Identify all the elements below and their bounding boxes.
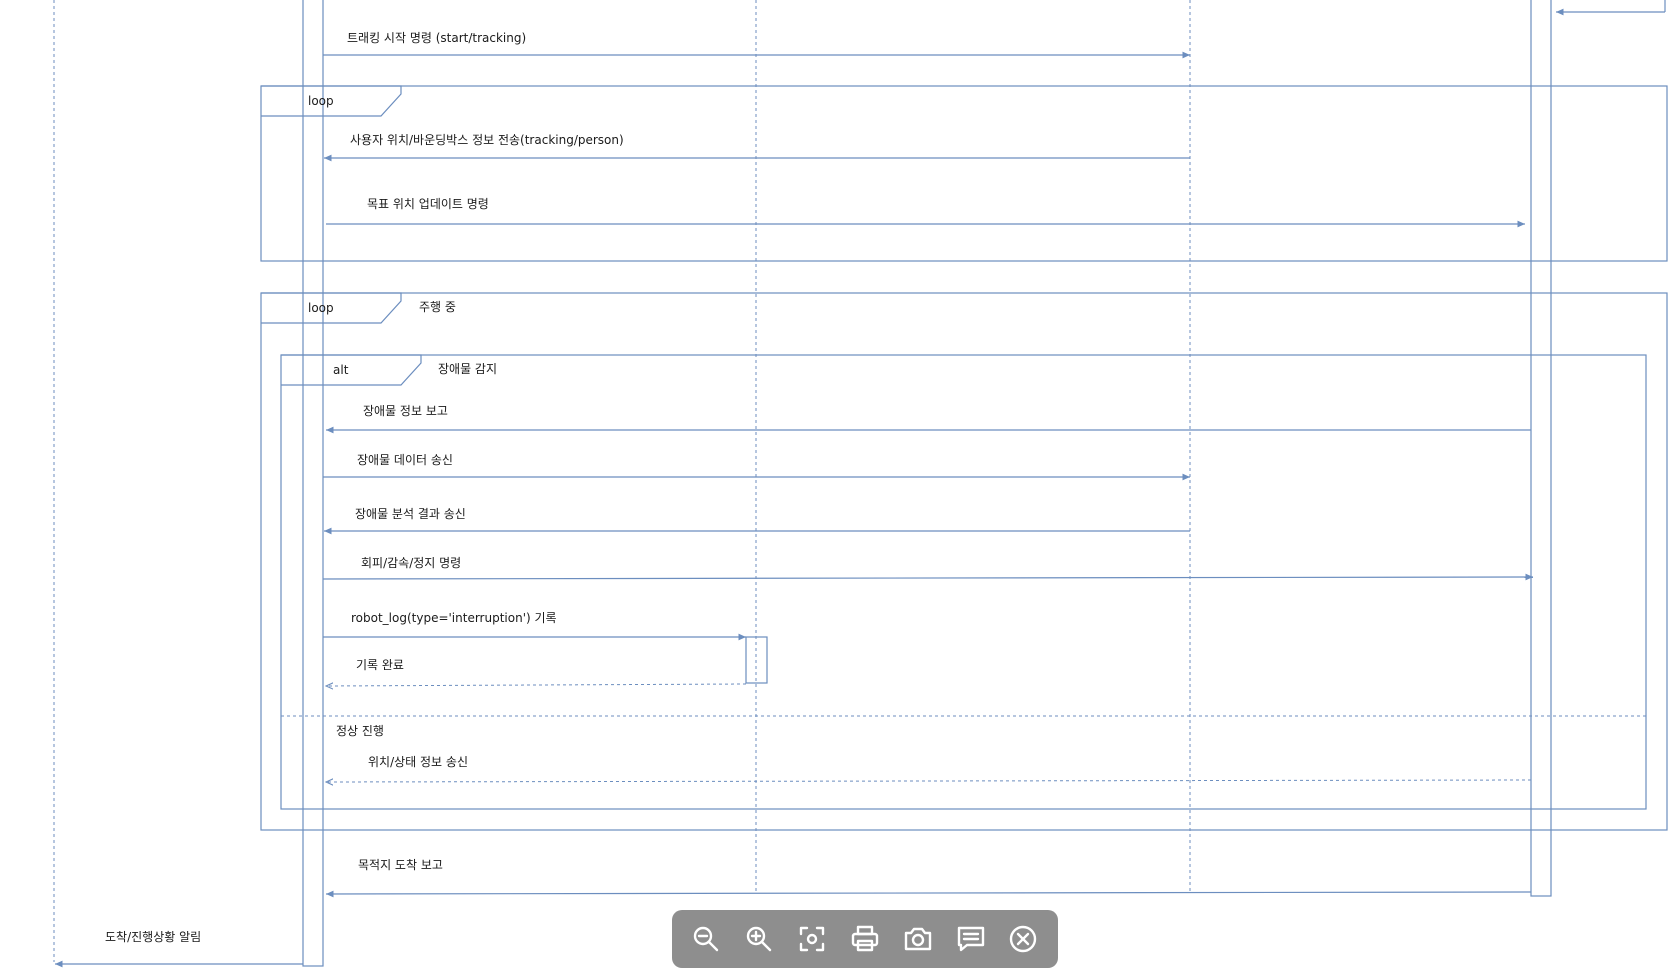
loop-fragment-2-label: loop xyxy=(308,301,334,315)
comment-button[interactable] xyxy=(948,916,994,962)
zoom-in-icon xyxy=(747,926,772,952)
focus-frame-icon xyxy=(799,926,825,952)
loop-fragment-2-guard: 주행 중 xyxy=(419,299,456,314)
alt-fragment-tab xyxy=(281,354,422,386)
alt-fragment xyxy=(280,354,1647,810)
close-button[interactable] xyxy=(1000,916,1046,962)
message-label-update-target: 목표 위치 업데이트 명령 xyxy=(367,197,489,211)
message-label-start-tracking: 트래킹 시작 명령 (start/tracking) xyxy=(347,31,526,45)
message-label-robot-log: robot_log(type='interruption') 기록 xyxy=(351,611,557,625)
message-arrow-arrival-report xyxy=(325,890,1532,898)
message-label-arrival-notify: 도착/진행상황 알림 xyxy=(105,929,201,944)
viewer-toolbar xyxy=(672,910,1058,968)
message-label-avoid-command: 회피/감속/정지 명령 xyxy=(361,556,461,570)
zoom-out-button[interactable] xyxy=(683,916,729,962)
loop-fragment-2-tab xyxy=(261,292,402,324)
message-arrow-status-send xyxy=(326,780,1532,782)
activation-controller xyxy=(302,0,324,967)
printer-icon xyxy=(851,925,879,952)
comment-icon xyxy=(957,926,984,952)
message-label-analysis-result: 장애물 분석 결과 송신 xyxy=(355,507,466,521)
message-label-status-send: 위치/상태 정보 송신 xyxy=(368,755,468,769)
screenshot-button[interactable] xyxy=(895,916,941,962)
loop-fragment-2 xyxy=(260,292,1668,831)
alt-fragment-guard: 장애물 감지 xyxy=(438,362,497,376)
close-circle-icon xyxy=(1010,925,1037,953)
message-label-obstacle-report: 장애물 정보 보고 xyxy=(363,404,448,418)
alt-fragment-label: alt xyxy=(333,363,349,377)
zoom-in-button[interactable] xyxy=(736,916,782,962)
message-arrow-log-done xyxy=(326,684,747,686)
loop-fragment-1-label: loop xyxy=(308,94,334,108)
message-label-log-done: 기록 완료 xyxy=(356,658,404,672)
zoom-out-icon xyxy=(694,926,719,952)
loop-fragment-1-tab xyxy=(261,85,402,117)
print-button[interactable] xyxy=(842,916,888,962)
camera-icon xyxy=(904,927,931,951)
message-label-send-position: 사용자 위치/바운딩박스 정보 전송(tracking/person) xyxy=(350,133,624,147)
message-arrow-avoid-command xyxy=(322,573,1534,581)
activation-robot xyxy=(1530,0,1552,897)
activation-db xyxy=(745,636,768,684)
message-label-arrival-report: 목적지 도착 보고 xyxy=(358,858,443,872)
fit-screen-button[interactable] xyxy=(789,916,835,962)
alt-else-guard: 정상 진행 xyxy=(336,723,384,738)
message-label-obstacle-data: 장애물 데이터 송신 xyxy=(357,453,453,467)
loop-fragment-1 xyxy=(260,85,1668,262)
